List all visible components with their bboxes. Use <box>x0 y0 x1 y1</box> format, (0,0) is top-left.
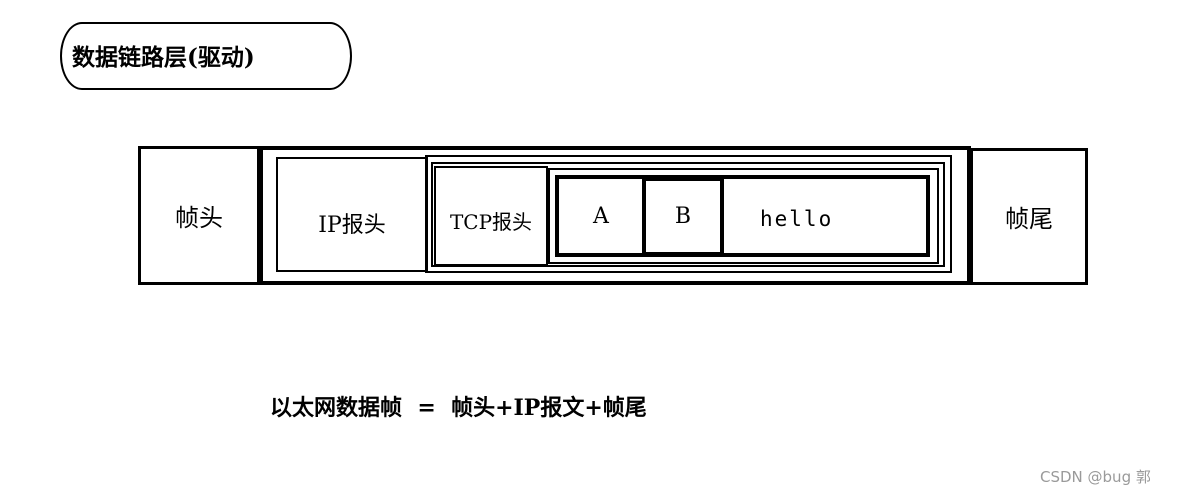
ip-packet-box <box>259 146 971 285</box>
frame-equation: 以太网数据帧 = 帧头+IP报文+帧尾 <box>270 395 647 421</box>
frame-trailer-box: 帧尾 <box>970 148 1088 285</box>
payload-cell-hello: hello <box>760 207 834 231</box>
payload-outer-box <box>548 168 939 264</box>
payload-cell-b: B <box>642 177 724 256</box>
tcp-header-box: TCP报头 <box>434 166 548 266</box>
watermark: CSDN @bug 郭 <box>1040 468 1151 486</box>
tcp-segment-inner-box <box>431 162 945 267</box>
payload-box <box>555 175 930 257</box>
payload-cell-a: A <box>593 204 609 229</box>
layer-title: 数据链路层(驱动) <box>60 22 352 90</box>
frame-header-box: 帧头 <box>138 146 260 285</box>
ip-header-box: IP报头 <box>276 157 428 272</box>
tcp-segment-outer-box <box>425 155 952 273</box>
